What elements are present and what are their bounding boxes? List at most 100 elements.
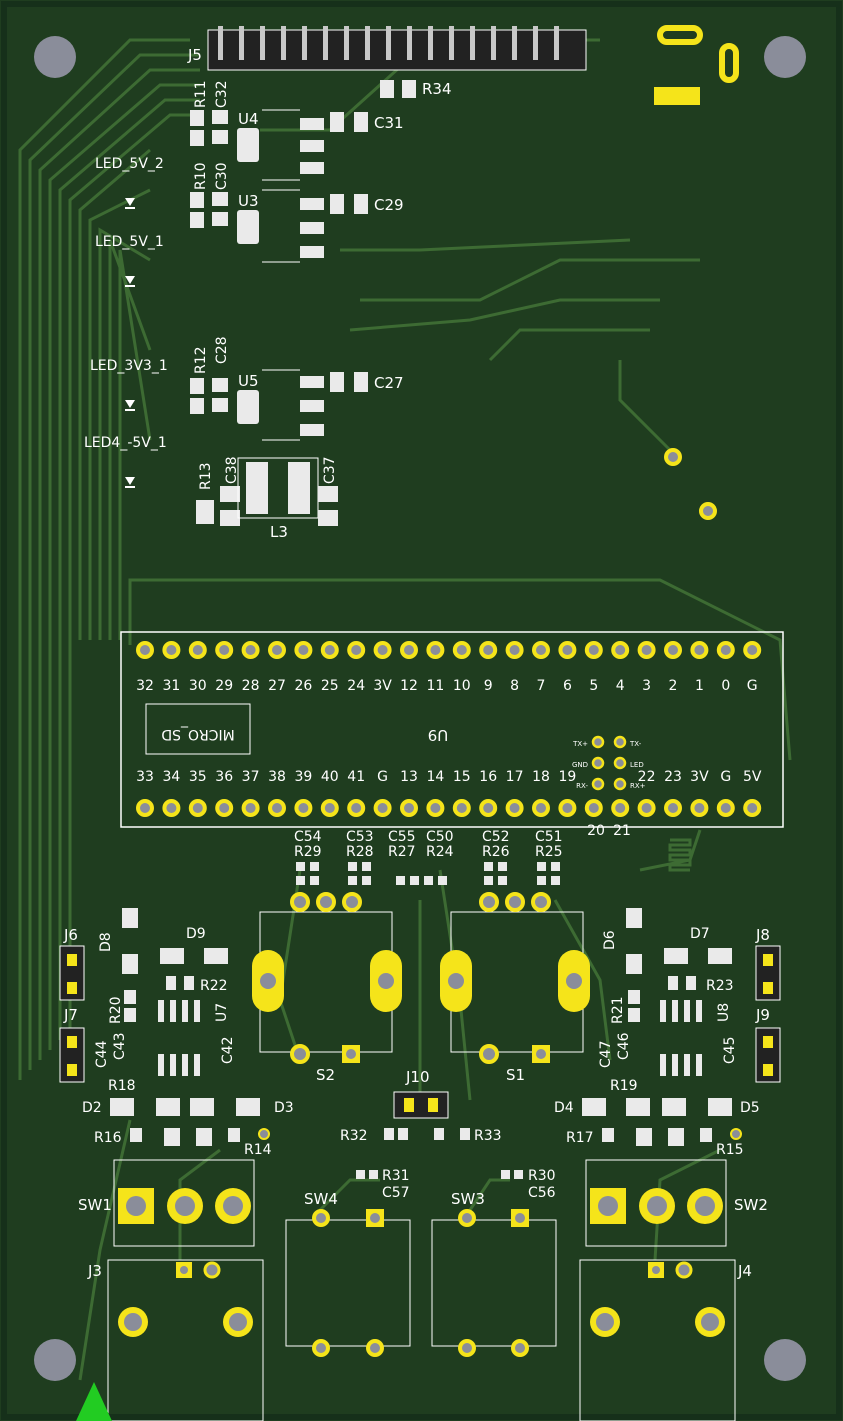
- label-C53: C53: [346, 829, 374, 845]
- module-top-pad: [347, 641, 366, 659]
- module-top-pin-label: 29: [215, 678, 233, 694]
- module-top-pad: [215, 641, 234, 659]
- module-top-pad: [188, 641, 207, 659]
- module-top-pin-label: 10: [453, 678, 471, 694]
- label-L3: L3: [270, 523, 288, 541]
- u5-regulator: R12 C28 U5 C27: [190, 336, 404, 441]
- eth-label-rxm: RX-: [576, 782, 588, 790]
- label-SW2: SW2: [734, 1196, 768, 1214]
- label-R21: R21: [610, 996, 626, 1024]
- label-U7: U7: [214, 1003, 230, 1022]
- label-D2: D2: [82, 1100, 102, 1116]
- eth-label-rxp: RX+: [630, 782, 646, 790]
- module-bottom-pad: [136, 799, 154, 817]
- header-pin: [491, 26, 496, 60]
- label-C54: C54: [294, 829, 322, 845]
- origin-arrow-icon: [76, 1382, 112, 1421]
- label-C42: C42: [220, 1036, 236, 1064]
- mounting-hole-tr: [764, 36, 806, 78]
- module-top-pad: [505, 641, 524, 659]
- label-R12: R12: [193, 346, 209, 374]
- label-R25: R25: [535, 844, 563, 860]
- module-bottom-pin-label: 38: [268, 769, 286, 785]
- zigzag-trace: [668, 838, 692, 872]
- header-pin: [386, 26, 391, 60]
- label-SW4: SW4: [304, 1190, 338, 1208]
- label-R16: R16: [94, 1130, 122, 1146]
- module-top-pad: [637, 641, 656, 659]
- module-bottom-pad: [426, 799, 445, 817]
- module-top-pin-label: 3V: [373, 678, 392, 694]
- label-R34: R34: [422, 80, 452, 98]
- module-top-pin-label: 5: [589, 678, 598, 694]
- label-J6: J6: [63, 926, 78, 944]
- module-bottom-pin-label: 19: [558, 769, 576, 785]
- u3-regulator: R10 C30 U3 C29: [190, 162, 404, 263]
- mounting-hole-tl: [34, 36, 76, 78]
- module-top-pin-label: 26: [294, 678, 312, 694]
- module-top-pin-label: 28: [242, 678, 260, 694]
- header-pin: [365, 26, 370, 60]
- left-driver-block: J6 J7 D8 D9 R22 R20 U7 C43 C44 C42 R18 D…: [59, 908, 294, 1158]
- via-1: [664, 448, 682, 466]
- module-bottom-pin-label: 13: [400, 769, 418, 785]
- header-pin: [407, 26, 412, 60]
- led-3v3-1: LED_3V3_1: [90, 358, 168, 411]
- module-top-pin-label: 11: [426, 678, 444, 694]
- label-R15: R15: [716, 1142, 744, 1158]
- module-bottom-pin-label: 41: [347, 769, 365, 785]
- module-bottom-pad: [188, 799, 207, 817]
- label-J4: J4: [737, 1262, 752, 1280]
- header-pin: [281, 26, 286, 60]
- label-LED_5V_2: LED_5V_2: [95, 156, 164, 172]
- label-R23: R23: [706, 978, 734, 994]
- module-bottom-pin-label: 23: [664, 769, 682, 785]
- header-pin: [428, 26, 433, 60]
- label-LED_5V_1: LED_5V_1: [95, 234, 164, 250]
- label-C50: C50: [426, 829, 454, 845]
- right-driver-block: J8 J9 D6 D7 R23 R21 U8 C46 C47 C45 R19 D…: [554, 908, 781, 1158]
- module-top-pin-label: 30: [189, 678, 207, 694]
- power-jack-pads: [654, 25, 739, 105]
- rc-row: C54 R29 C53 R28 C55 R27 C50 R24 C52 R26 …: [294, 829, 563, 860]
- module-bottom-pad: [400, 799, 418, 817]
- header-pin: [260, 26, 265, 60]
- led-5v-2: LED_5V_2: [95, 156, 164, 209]
- module-top-pad: [268, 641, 286, 659]
- u4-regulator: R11 C32 U4 C31: [190, 80, 404, 181]
- module-bottom-pin-label: 17: [506, 769, 524, 785]
- module-top-pin-label: 1: [695, 678, 704, 694]
- module-bottom-pin-label: G: [720, 769, 731, 785]
- l3-inductor: R13 C38 C37 L3: [196, 456, 338, 541]
- label-C57: C57: [382, 1185, 410, 1201]
- label-C38: C38: [224, 456, 240, 484]
- module-bottom-pad: [637, 799, 656, 817]
- label-C37: C37: [322, 456, 338, 484]
- ethernet-pads: [591, 735, 627, 791]
- label-R27: R27: [388, 844, 416, 860]
- label-R28: R28: [346, 844, 374, 860]
- module-bottom-pad: [558, 799, 577, 817]
- module-bottom-pad: [215, 799, 234, 817]
- via-2: [699, 502, 717, 520]
- label-R19: R19: [610, 1078, 638, 1094]
- s2-encoder: S2: [252, 892, 402, 1084]
- module-bottom-pin-label: 15: [453, 769, 471, 785]
- label-J10: J10: [405, 1068, 430, 1086]
- module-bottom-pin-label: 16: [479, 769, 497, 785]
- module-top-pad: [136, 641, 154, 659]
- label-D5: D5: [740, 1100, 760, 1116]
- module-top-pin-label: 4: [616, 678, 625, 694]
- module-top-pin-label: 2: [669, 678, 678, 694]
- module-top-pin-label: 3: [642, 678, 651, 694]
- label-C51: C51: [535, 829, 563, 845]
- module-bottom-pin-label: 33: [136, 769, 154, 785]
- module-top-pad: [532, 641, 550, 659]
- label-C30: C30: [214, 162, 230, 190]
- module-top-pin-label: 0: [721, 678, 730, 694]
- label-C52: C52: [482, 829, 510, 845]
- header-pin: [218, 26, 223, 60]
- j10-block: J10 R32 R33: [340, 1068, 502, 1144]
- header-pin: [239, 26, 244, 60]
